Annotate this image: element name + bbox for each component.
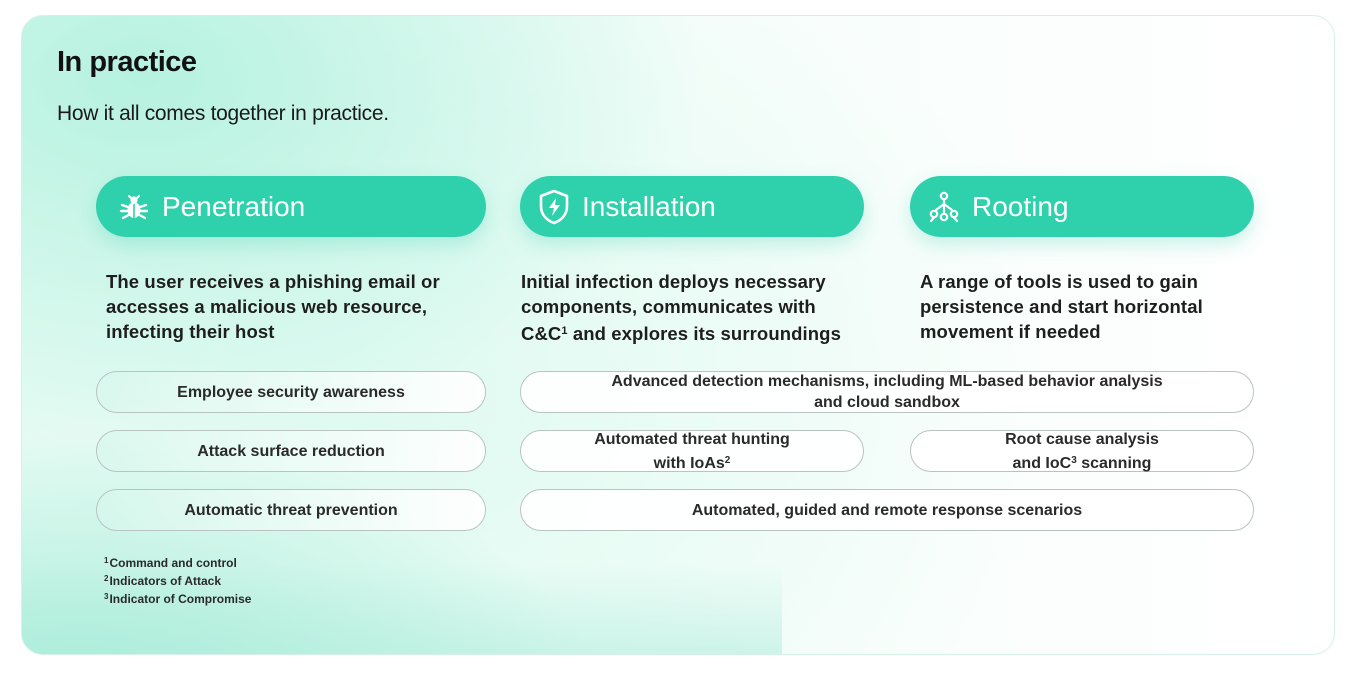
capability-response-scenarios: Automated, guided and remote response sc… xyxy=(520,489,1254,531)
stage-description-installation: Initial infection deploys necessary comp… xyxy=(521,271,841,344)
stage-installation: Installation xyxy=(520,176,864,237)
stage-label: Rooting xyxy=(972,190,1069,222)
in-practice-card: In practice How it all comes together in… xyxy=(21,15,1335,655)
page-title: In practice xyxy=(57,46,197,78)
hierarchy-icon xyxy=(926,189,962,225)
footnote-ref: 2 xyxy=(724,454,731,466)
stage-penetration: Penetration xyxy=(96,176,486,237)
stage-label: Installation xyxy=(582,190,716,222)
stage-label: Penetration xyxy=(162,190,306,222)
footnote: 2Indicators of Attack xyxy=(104,574,222,588)
page-subtitle: How it all comes together in practice. xyxy=(57,102,389,125)
footnote-ref: 3 xyxy=(1071,454,1077,466)
stage-description-rooting: A range of tools is used to gain persist… xyxy=(920,271,1203,342)
capability-employee-awareness: Employee security awareness xyxy=(96,371,486,413)
capability-advanced-detection: Advanced detection mechanisms, including… xyxy=(520,371,1254,413)
footnotes: 1Command and control 2Indicators of Atta… xyxy=(104,553,251,607)
capability-attack-surface-reduction: Attack surface reduction xyxy=(96,430,486,472)
capability-root-cause-analysis: Root cause analysis and IoC3 scanning xyxy=(910,430,1254,472)
capability-automatic-prevention: Automatic threat prevention xyxy=(96,489,486,531)
stage-rooting: Rooting xyxy=(910,176,1254,237)
stage-description-penetration: The user receives a phishing email or ac… xyxy=(106,271,440,342)
capability-threat-hunting: Automated threat hunting with IoAs2 xyxy=(520,430,864,472)
shield-lightning-icon xyxy=(536,189,572,225)
footnote-ref: 1 xyxy=(561,325,568,337)
footnote: 3Indicator of Compromise xyxy=(104,592,252,606)
footnote: 1Command and control xyxy=(104,556,237,570)
bug-icon xyxy=(116,189,152,225)
